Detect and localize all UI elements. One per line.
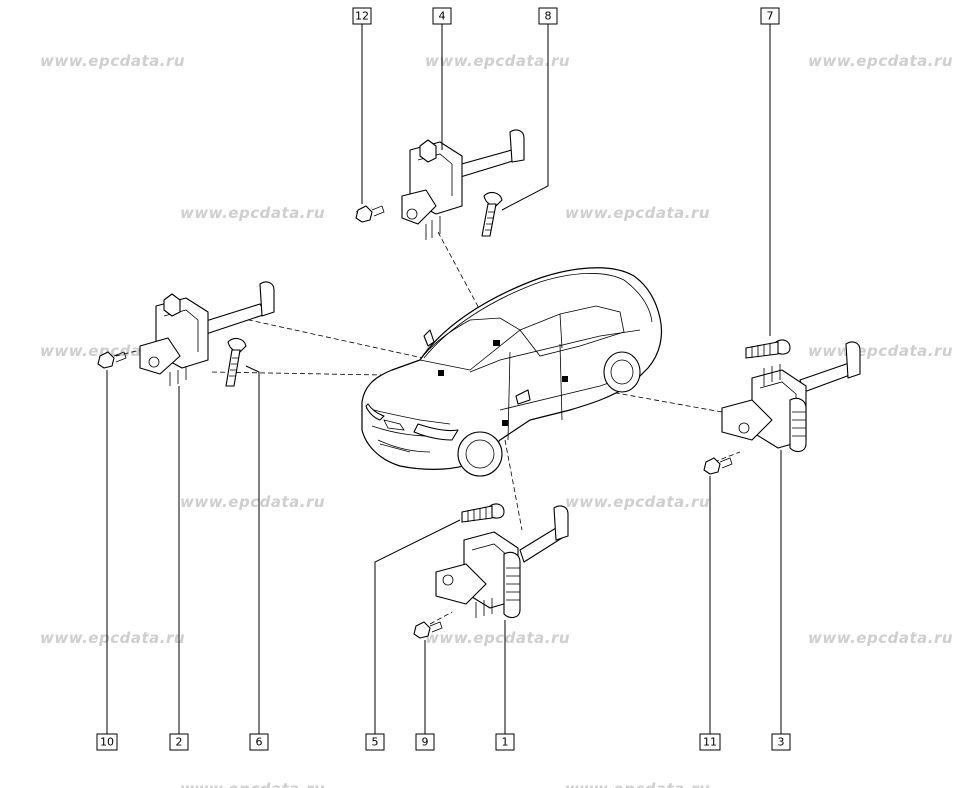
watermark-text: www.epcdata.ru — [565, 493, 710, 511]
attachment-point — [502, 420, 508, 426]
bolt-9 — [413, 621, 443, 639]
car-body — [361, 267, 663, 470]
car-illustration — [361, 267, 663, 477]
door-check-strap-right — [721, 341, 861, 453]
callout-11: 11 — [699, 733, 721, 751]
side-mirror — [515, 389, 531, 405]
door-check-strap-top — [401, 129, 525, 240]
callout-9: 9 — [415, 733, 435, 751]
callout-8: 8 — [538, 7, 558, 25]
bolt-8 — [481, 191, 503, 237]
attachment-point — [438, 370, 444, 376]
watermark-text: www.epcdata.ru — [40, 52, 185, 70]
watermark-text: www.epcdata.ru — [425, 52, 570, 70]
callout-label: 8 — [545, 10, 552, 23]
callout-7: 7 — [760, 7, 780, 25]
bolt-5 — [461, 503, 505, 523]
watermark-text: www.epcdata.ru — [808, 52, 953, 70]
attachment-point — [562, 376, 568, 382]
callout-10: 10 — [96, 733, 118, 751]
watermark-text: www.epcdata.ru — [565, 204, 710, 222]
callout-label: 10 — [100, 736, 114, 749]
callout-6: 6 — [249, 733, 269, 751]
bolt-10 — [97, 351, 127, 369]
watermark-text: www.epcdata.ru — [40, 629, 185, 647]
watermark-text: www.epcdata.ru — [808, 342, 953, 360]
headlamp — [413, 423, 459, 441]
watermark-text: www.epcdata.ru — [808, 629, 953, 647]
callout-label: 4 — [439, 10, 446, 23]
callout-label: 5 — [372, 736, 379, 749]
bolt-11 — [703, 457, 733, 475]
callout-label: 7 — [767, 10, 774, 23]
callout-label: 9 — [422, 736, 429, 749]
callout-label: 11 — [703, 736, 717, 749]
bolt-6 — [225, 337, 247, 387]
callout-4: 4 — [432, 7, 452, 25]
callout-label: 1 — [502, 736, 509, 749]
watermark-text: www.epcdata.ru — [180, 204, 325, 222]
watermark-text: www.epcdata.ru — [565, 780, 710, 788]
callout-label: 6 — [256, 736, 263, 749]
leader-lines — [106, 24, 782, 734]
callout-2: 2 — [169, 733, 189, 751]
attachment-point — [493, 340, 500, 346]
callout-1: 1 — [495, 733, 515, 751]
callout-label: 3 — [778, 736, 785, 749]
callout-label: 12 — [355, 10, 369, 23]
callout-12: 12 — [352, 7, 372, 25]
bolt-12 — [355, 205, 385, 223]
front-wheel — [457, 431, 503, 477]
door-check-strap-left — [139, 281, 275, 386]
watermark-text: www.epcdata.ru — [180, 493, 325, 511]
watermark-text: www.epcdata.ru — [180, 780, 325, 788]
watermark-text: www.epcdata.ru — [425, 629, 570, 647]
door-check-strap-bottom — [435, 505, 569, 619]
bolt-7 — [745, 339, 791, 359]
callout-5: 5 — [365, 733, 385, 751]
rear-wheel — [603, 351, 641, 393]
callout-label: 2 — [176, 736, 183, 749]
callout-3: 3 — [771, 733, 791, 751]
